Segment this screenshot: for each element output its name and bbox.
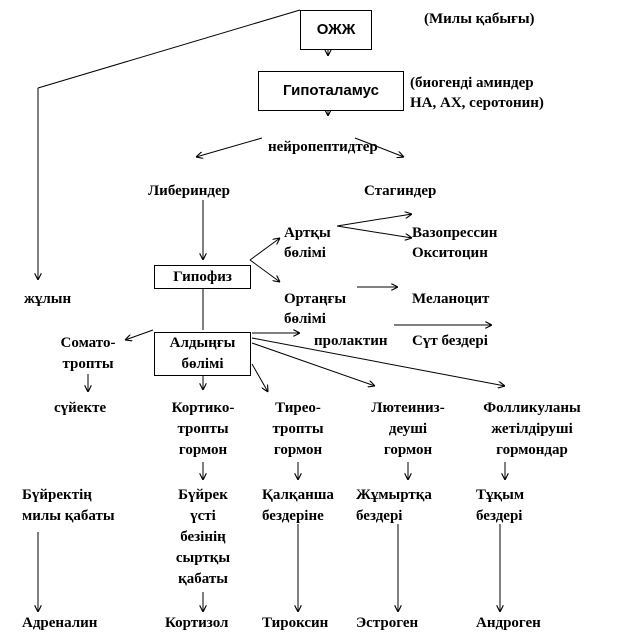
adrenaline-label: Адреналин bbox=[22, 615, 98, 631]
somato-line1: Сомато- bbox=[60, 335, 116, 351]
line-cns-to-spinal bbox=[37, 9, 301, 89]
mammary-glands-label: Сүт бездері bbox=[412, 333, 488, 349]
anterior-lobe-box bbox=[154, 332, 251, 376]
hypothalamus-box bbox=[258, 71, 404, 111]
neuropeptides-label: нейропептидтер bbox=[268, 139, 378, 155]
amines-line1: (биогенді аминдер bbox=[410, 75, 534, 91]
adrenal-cortex-line1: Бүйрек bbox=[178, 487, 228, 503]
corticotropic-line2: тропты bbox=[177, 421, 229, 437]
prolactin-label: пролактин bbox=[314, 333, 388, 349]
amines-line2: НА, АХ, серотонин) bbox=[410, 95, 544, 111]
adrenal-medulla-line1: Бүйректің bbox=[22, 487, 92, 503]
arrow-to-statins bbox=[354, 137, 404, 157]
liberins-label: Либериндер bbox=[148, 183, 230, 199]
thyroid-line2: бездеріне bbox=[262, 508, 324, 524]
arrow-to-somato bbox=[125, 329, 154, 340]
oxytocin-label: Окситоцин bbox=[412, 245, 488, 261]
luteinizing-line3: гормон bbox=[383, 442, 433, 458]
arrow-to-liberins bbox=[196, 137, 263, 157]
anterior-lobe-line1: Алдыңғы bbox=[169, 335, 236, 351]
arrow-pituitary-to-middle bbox=[249, 259, 280, 282]
posterior-lobe-line1: Артқы bbox=[284, 225, 331, 241]
arrow-pituitary-to-posterior bbox=[249, 238, 280, 261]
thyreotropic-line2: тропты bbox=[272, 421, 324, 437]
posterior-lobe-line2: бөлімі bbox=[284, 245, 326, 261]
cns-label: ОЖЖ bbox=[316, 21, 356, 38]
melanocyte-label: Меланоцит bbox=[412, 291, 490, 307]
thyroid-line1: Қалқанша bbox=[262, 487, 334, 503]
pituitary-box bbox=[154, 265, 251, 289]
ovary-line2: бездері bbox=[356, 508, 403, 524]
cortisol-label: Кортизол bbox=[165, 615, 229, 631]
arrow-to-vasopressin bbox=[336, 214, 412, 227]
top-note: (Милы қабығы) bbox=[424, 11, 535, 27]
ovary-line1: Жұмыртқа bbox=[356, 487, 432, 503]
spinal-cord-label: жұлын bbox=[24, 291, 72, 307]
testis-line1: Тұқым bbox=[476, 487, 525, 503]
adrenal-medulla-line2: милы қабаты bbox=[22, 508, 115, 524]
follicle-stimulating-line2: жетілдіруші bbox=[491, 421, 573, 437]
statins-label: Стагиндер bbox=[364, 183, 437, 199]
vasopressin-label: Вазопрессин bbox=[412, 225, 498, 241]
corticotropic-line3: гормон bbox=[178, 442, 228, 458]
middle-lobe-line1: Ортаңғы bbox=[284, 291, 347, 307]
somato-line2: тропты bbox=[62, 356, 114, 372]
arrow-to-luteo bbox=[251, 342, 375, 386]
cns-box bbox=[300, 10, 372, 50]
estrogen-label: Эстроген bbox=[356, 615, 419, 631]
middle-lobe-line2: бөлімі bbox=[284, 311, 326, 327]
corticotropic-line1: Кортико- bbox=[171, 400, 235, 416]
arrow-to-follicle bbox=[251, 337, 505, 386]
pituitary-label: Гипофиз bbox=[173, 269, 232, 285]
arrow-to-oxytocin bbox=[336, 225, 412, 238]
thyroxine-label: Тироксин bbox=[262, 615, 329, 631]
adrenal-cortex-line3: безінің bbox=[180, 529, 226, 545]
testis-line2: бездері bbox=[476, 508, 523, 524]
arrow-to-thyreo bbox=[251, 363, 268, 392]
adrenal-cortex-line2: үсті bbox=[190, 508, 216, 524]
follicle-stimulating-line1: Фолликуланы bbox=[483, 400, 581, 416]
luteinizing-line2: деуші bbox=[388, 421, 428, 437]
thyreotropic-line1: Тиреo- bbox=[275, 400, 321, 416]
luteinizing-line1: Лютеиниз- bbox=[371, 400, 445, 416]
androgen-label: Андроген bbox=[476, 615, 541, 631]
bone-label: сүйекте bbox=[54, 400, 107, 416]
follicle-stimulating-line3: гормондар bbox=[496, 442, 568, 458]
adrenal-cortex-line5: қабаты bbox=[178, 571, 228, 587]
hypothalamus-label: Гипоталамус bbox=[283, 82, 379, 99]
adrenal-cortex-line4: сыртқы bbox=[175, 550, 231, 566]
anterior-lobe-line2: бөлімі bbox=[181, 356, 224, 372]
thyreotropic-line3: гормон bbox=[273, 442, 323, 458]
